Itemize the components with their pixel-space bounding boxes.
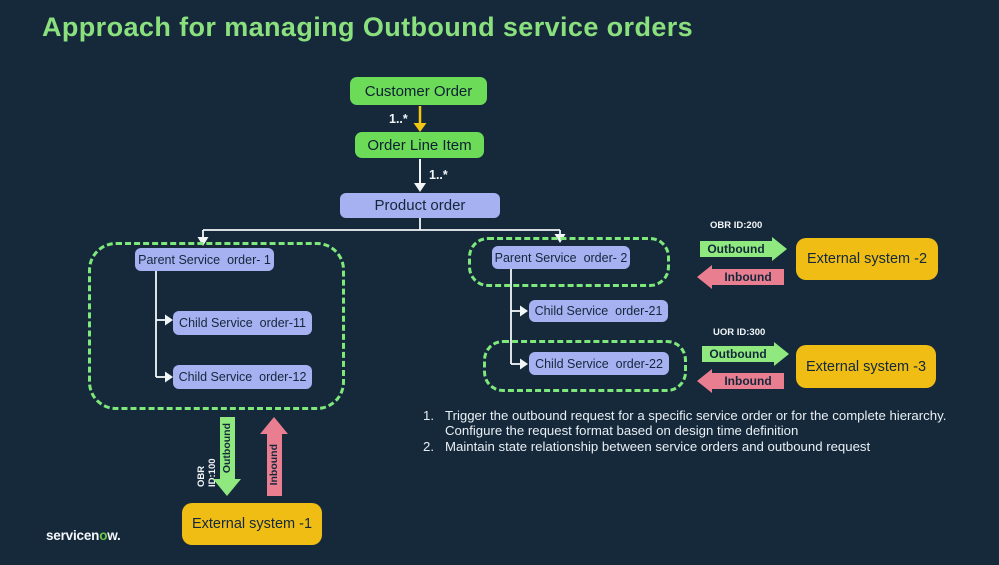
note-item-1: 1. Trigger the outbound request for a sp…	[423, 408, 979, 439]
note-1-number: 1.	[423, 408, 434, 423]
obr-id-200-label: OBR ID:200	[710, 220, 763, 231]
external-system-3-box: External system -3	[796, 345, 936, 388]
note-1-text: Trigger the outbound request for a speci…	[445, 408, 947, 438]
es1-inbound-arrow: Inbound	[260, 417, 288, 496]
hierarchy-group-1	[88, 242, 345, 410]
es3-inbound-arrow: Inbound	[697, 369, 784, 393]
white-arrowhead-icon	[520, 305, 528, 317]
es2-outbound-label: Outbound	[707, 242, 765, 256]
note-item-2: 2. Maintain state relationship between s…	[423, 438, 979, 455]
child-service-order-22-box: Child Service order-22	[529, 352, 669, 375]
logo-green-o: o	[99, 528, 108, 543]
external-system-2-box: External system -2	[796, 238, 938, 280]
child-service-order-21-box: Child Service order-21	[529, 300, 668, 322]
logo-text-prefix: servicen	[46, 528, 100, 543]
es2-inbound-label: Inbound	[724, 270, 772, 284]
right-arrowhead-icon	[774, 342, 789, 366]
note-2-text: Maintain state relationship between serv…	[445, 438, 871, 454]
multiplicity-label-top: 1..*	[389, 112, 408, 126]
es3-inbound-label: Inbound	[724, 374, 772, 388]
es1-inbound-label: Inbound	[268, 444, 280, 486]
child-service-order-12-box: Child Service order-12	[173, 365, 312, 389]
es3-outbound-arrow: Outbound	[702, 342, 789, 366]
es1-outbound-label: Outbound	[221, 422, 233, 474]
note-2-number: 2.	[423, 438, 434, 454]
uor-id-300-label: UOR ID:300	[713, 327, 766, 338]
left-arrowhead-icon	[697, 265, 712, 289]
external-system-1-box: External system -1	[182, 503, 322, 545]
es3-outbound-label: Outbound	[709, 347, 767, 361]
logo-text-suffix: w.	[107, 528, 121, 543]
multiplicity-label-bottom: 1..*	[429, 168, 448, 182]
hierarchy-group-2-parent	[468, 237, 670, 287]
order-line-item-box: Order Line Item	[355, 132, 484, 158]
customer-order-box: Customer Order	[350, 77, 487, 105]
parent-service-order-2-box: Parent Service order- 2	[492, 246, 630, 269]
servicenow-logo: servicenow.	[46, 528, 121, 543]
up-arrowhead-icon	[260, 417, 288, 434]
hierarchy-group-2-child22	[483, 340, 687, 392]
parent-service-order-1-box: Parent Service order- 1	[135, 248, 274, 271]
page-title: Approach for managing Outbound service o…	[42, 12, 694, 42]
es2-inbound-arrow: Inbound	[697, 265, 784, 289]
right-arrowhead-icon	[772, 237, 787, 261]
down-arrowhead-icon	[213, 479, 241, 496]
es1-outbound-arrow: Outbound	[213, 417, 241, 496]
white-arrowhead-icon	[414, 183, 426, 192]
child-service-order-11-box: Child Service order-11	[173, 311, 312, 335]
notes-list: 1. Trigger the outbound request for a sp…	[423, 408, 979, 455]
yellow-arrowhead-icon	[413, 123, 427, 132]
product-order-box: Product order	[340, 193, 500, 218]
left-arrowhead-icon	[697, 369, 712, 393]
es2-outbound-arrow: Outbound	[700, 237, 787, 261]
